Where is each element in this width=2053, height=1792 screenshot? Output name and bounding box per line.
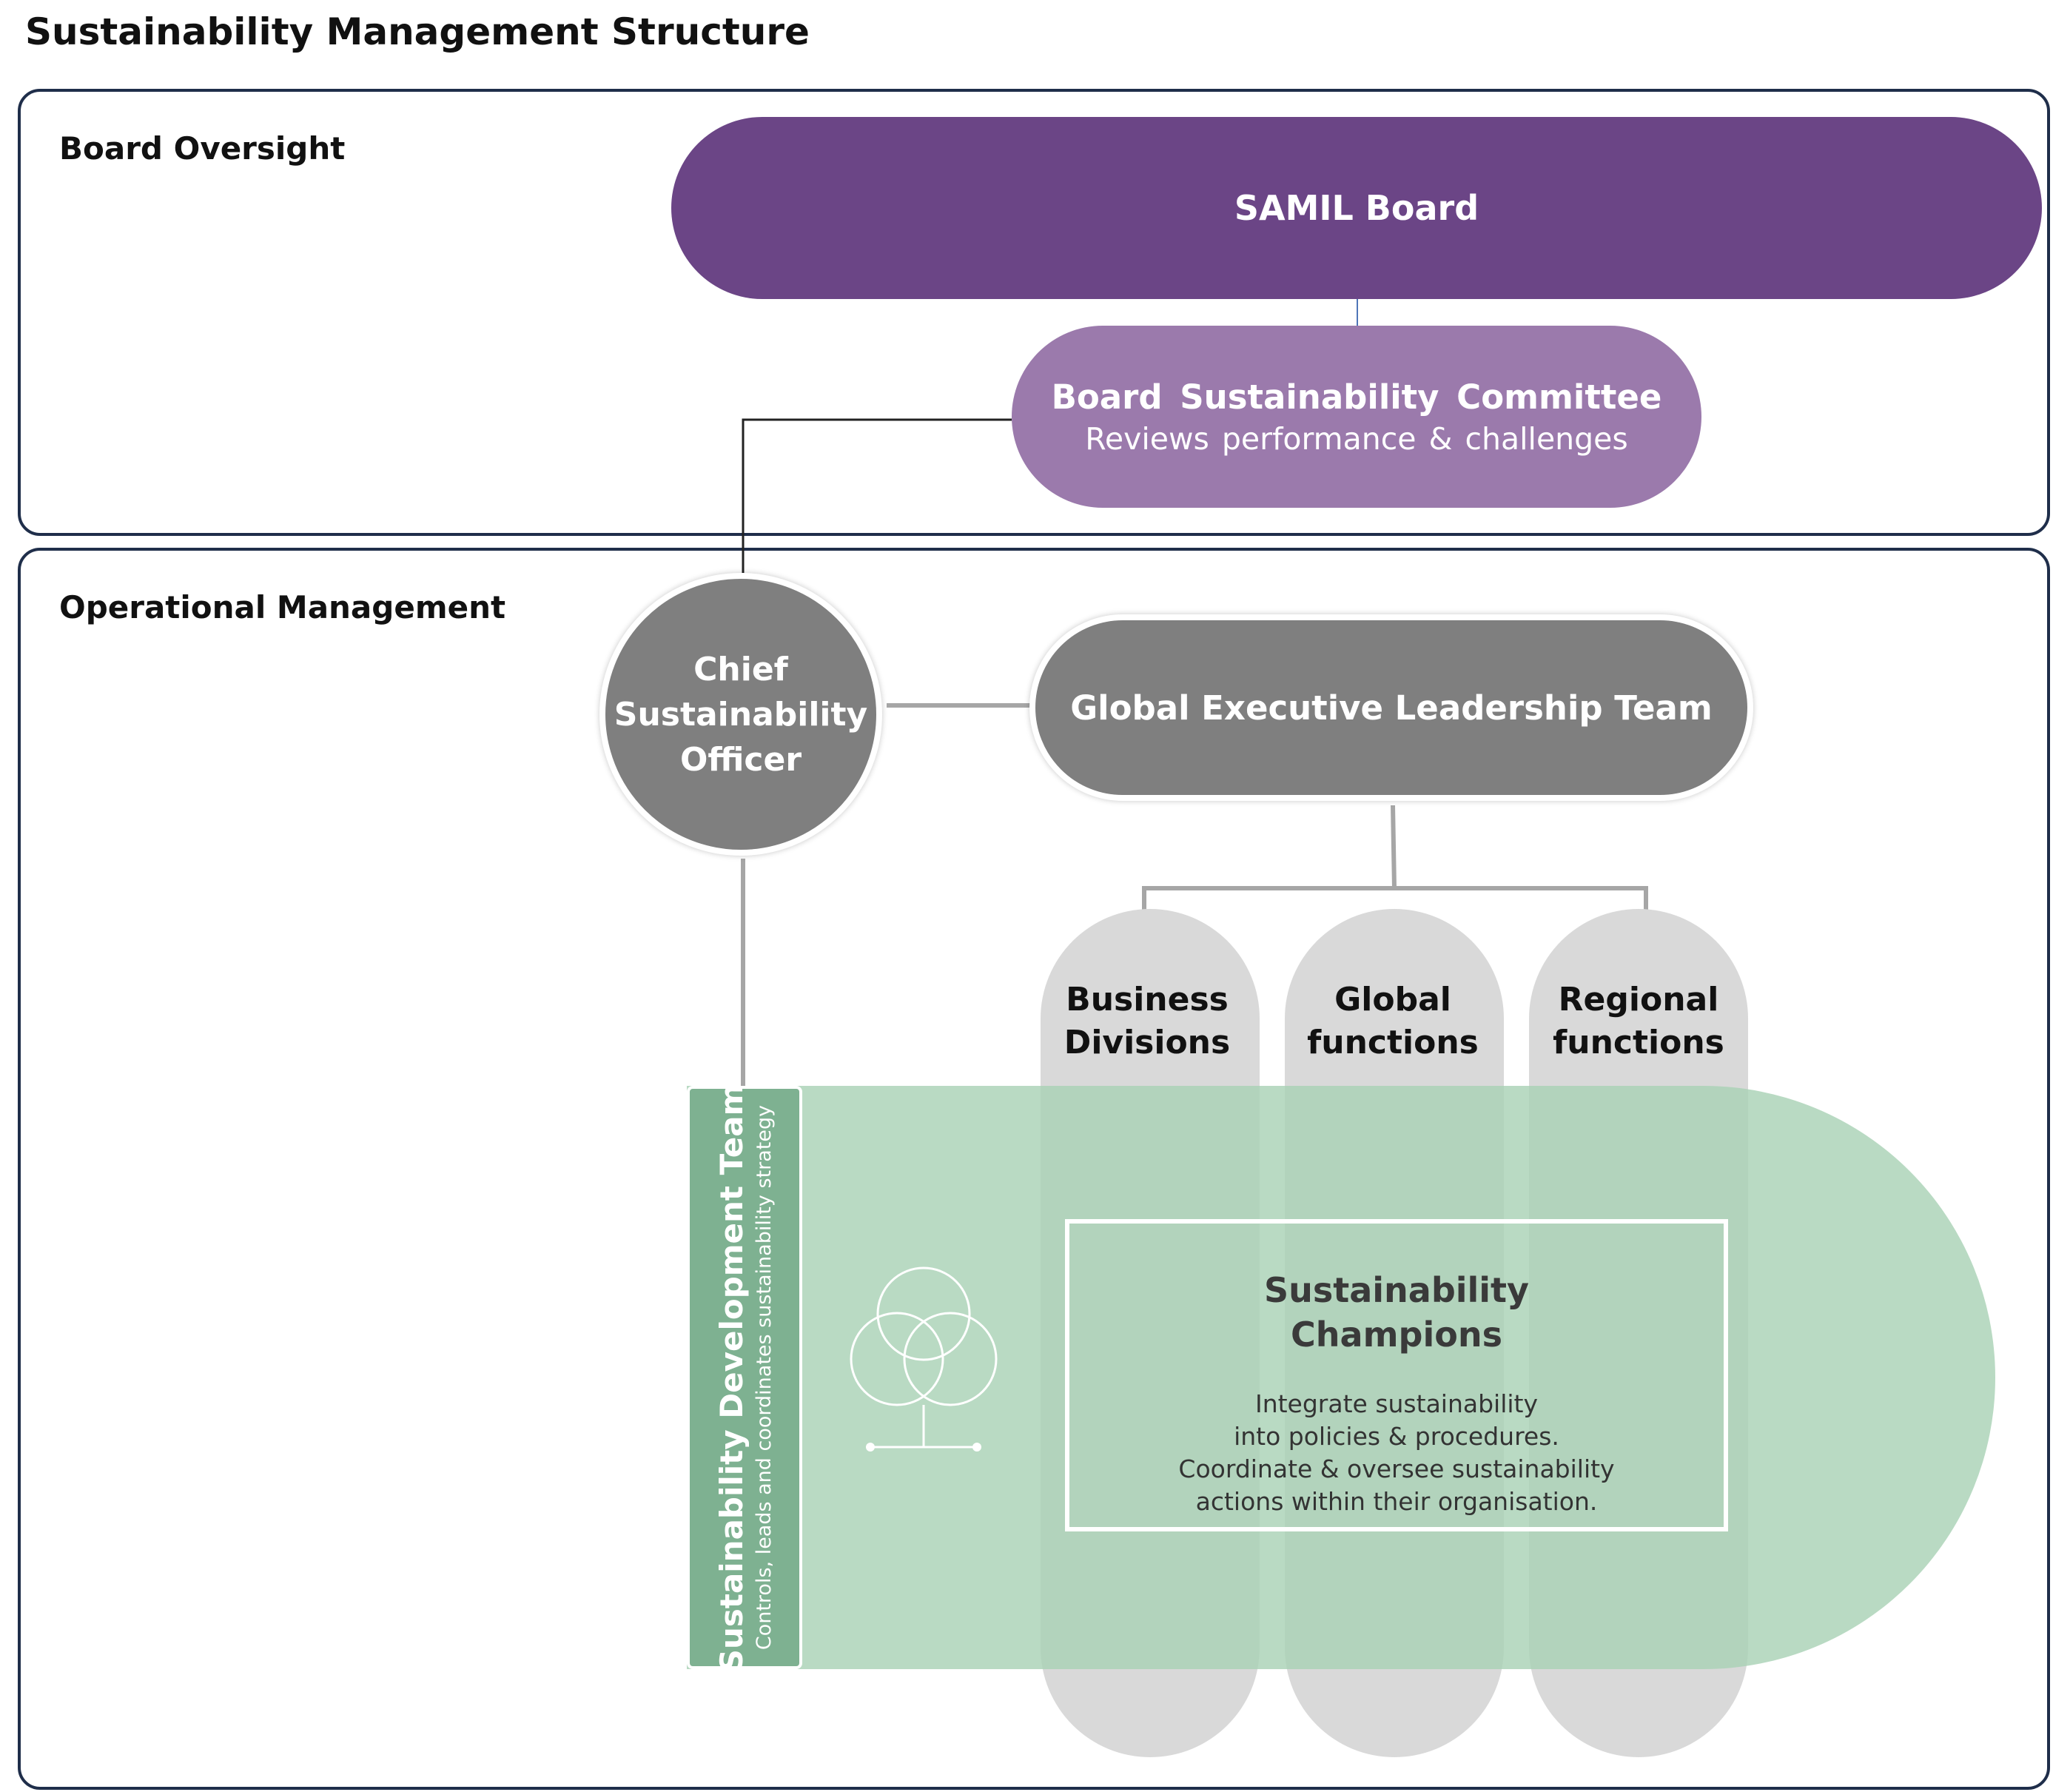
samil-board: SAMIL Board [671,117,2042,299]
column-label-regional-functions: Regional functions [1553,981,1724,1061]
page-title: Sustainability Management Structure [25,10,810,53]
sustainability-development-team-text: Sustainability Development Team Controls… [700,1084,789,1672]
board-oversight-section [18,89,2050,536]
column-label-global-functions: Global functions [1307,981,1479,1061]
sustainability-development-team-bar [687,1086,802,1669]
sustainability-champions-box: Sustainability Champions Integrate susta… [1065,1219,1728,1531]
gelt-label: Global Executive Leadership Team [1070,688,1713,728]
committee-cso-connector [742,418,1012,573]
sdt-name: Sustainability Development Team [713,1083,750,1672]
columns-bracket [1142,886,1648,910]
sustainability-development-area [687,1086,1995,1669]
global-executive-leadership-team: Global Executive Leadership Team [1029,614,1753,801]
samil-board-label: SAMIL Board [1234,188,1479,228]
board-sustainability-committee: Board Sustainability Committee Reviews p… [1012,326,1701,508]
committee-description: Reviews performance & challenges [1085,420,1628,457]
sdt-description: Controls, leads and coordinates sustaina… [753,1104,776,1651]
operational-management-label: Operational Management [59,589,506,625]
cso-label: Chief Sustainability Officer [614,650,868,779]
gelt-columns-connector [1391,805,1397,889]
board-oversight-label: Board Oversight [59,130,346,167]
champions-title: Sustainability Champions [1263,1270,1530,1355]
operational-management-section [18,548,2050,1790]
tree-icon [850,1266,998,1452]
chief-sustainability-officer: Chief Sustainability Officer [599,573,882,856]
committee-name: Board Sustainability Committee [1051,377,1662,417]
champions-description: Integrate sustainability into policies &… [1178,1389,1615,1516]
column-label-business-divisions: Business Divisions [1064,981,1231,1061]
